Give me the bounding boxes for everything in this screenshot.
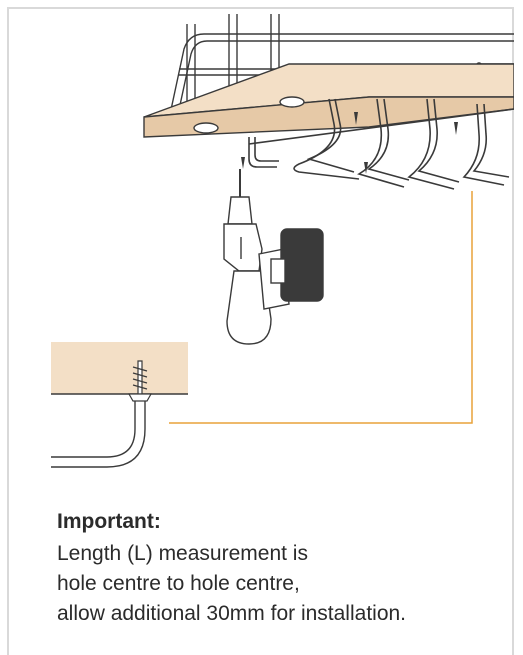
- drill-icon: [223, 169, 324, 345]
- installation-illustration: [51, 14, 514, 468]
- instruction-panel: Important: Length (L) measurement is hol…: [7, 7, 514, 655]
- screw-icon: [241, 112, 458, 174]
- detail-inset: [51, 342, 188, 468]
- glass-rails: [248, 98, 514, 190]
- leader-line: [169, 191, 473, 424]
- shelf-board: [143, 63, 514, 138]
- important-note: Important: Length (L) measurement is hol…: [57, 507, 406, 629]
- note-line-1: Length (L) measurement is: [57, 542, 308, 565]
- note-heading: Important:: [57, 510, 161, 533]
- note-line-2: hole centre to hole centre,: [57, 572, 300, 595]
- note-line-3: allow additional 30mm for installation.: [57, 602, 407, 625]
